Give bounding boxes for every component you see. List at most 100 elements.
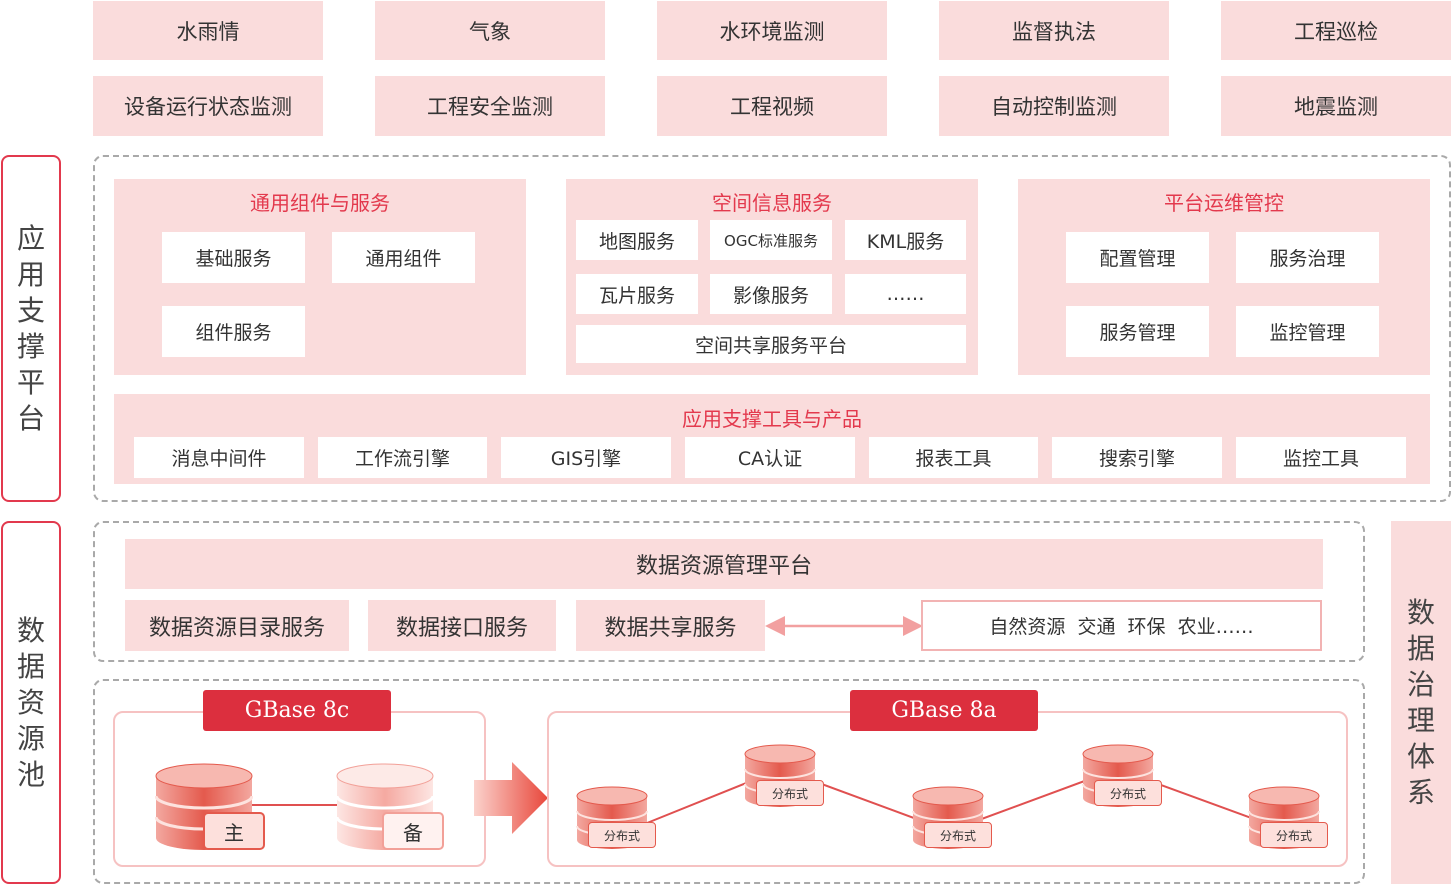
vertical-label-char: 治 bbox=[1406, 667, 1435, 701]
data-mgmt-platform-box: 数据资源管理平台 bbox=[125, 539, 1323, 589]
distributed-node-label: 分布式 bbox=[1275, 828, 1312, 843]
vertical-label-char: 资 bbox=[16, 685, 45, 719]
kml-service-box: KML服务 bbox=[845, 220, 966, 260]
app-platform-label: 应用支撑平台 bbox=[1, 155, 61, 502]
top-item-label: 工程巡检 bbox=[1294, 19, 1378, 44]
top-item-label: 设备运行状态监测 bbox=[124, 95, 292, 119]
vertical-label-char: 源 bbox=[16, 721, 45, 755]
ogc-service-box: OGC标准服务 bbox=[710, 220, 832, 260]
distributed-node-label: 分布式 bbox=[1109, 786, 1146, 801]
tool-item-report-tool: 报表工具 bbox=[869, 437, 1038, 478]
vertical-label-char: 应 bbox=[16, 221, 45, 255]
interface-service-box: 数据接口服务 bbox=[368, 600, 556, 651]
data-governance-label: 数据治理体系 bbox=[1391, 521, 1451, 884]
gbase8c-replication-link bbox=[250, 804, 340, 806]
top-item-4: 监督执法 bbox=[939, 1, 1169, 60]
ogc-service-label: OGC标准服务 bbox=[724, 231, 818, 250]
top-item-5: 工程巡检 bbox=[1221, 1, 1451, 60]
spatial-services-panel: 空间信息服务 地图服务 OGC标准服务 KML服务 瓦片服务 影像服务 …… 空… bbox=[566, 179, 978, 375]
service-governance-box: 服务治理 bbox=[1236, 232, 1379, 283]
vertical-label-char: 撑 bbox=[16, 329, 45, 363]
migration-arrow-icon bbox=[474, 762, 548, 834]
top-item-9: 自动控制监测 bbox=[939, 76, 1169, 136]
top-item-label: 工程视频 bbox=[730, 95, 814, 119]
tool-item-label: 监控工具 bbox=[1282, 448, 1359, 470]
top-item-8: 工程视频 bbox=[657, 76, 887, 136]
more-service-label: …… bbox=[886, 283, 925, 305]
top-item-label: 工程安全监测 bbox=[427, 95, 553, 119]
map-service-box: 地图服务 bbox=[576, 220, 698, 260]
config-mgmt-label: 配置管理 bbox=[1099, 248, 1176, 270]
tool-item-search-engine: 搜索引擎 bbox=[1052, 437, 1222, 478]
distributed-node-label: 分布式 bbox=[939, 828, 976, 843]
external-domains-label: 自然资源 交通 环保 农业…… bbox=[989, 616, 1254, 638]
component-service-label: 组件服务 bbox=[195, 322, 272, 344]
distributed-node-4-tag: 分布式 bbox=[1094, 780, 1162, 806]
spatial-sharing-platform-box: 空间共享服务平台 bbox=[576, 325, 966, 363]
tool-item-workflow-engine: 工作流引擎 bbox=[318, 437, 487, 478]
top-item-label: 地震监测 bbox=[1294, 95, 1378, 119]
common-component-box: 通用组件 bbox=[332, 232, 475, 283]
top-item-10: 地震监测 bbox=[1221, 76, 1451, 136]
image-service-box: 影像服务 bbox=[710, 274, 832, 314]
interface-service-label: 数据接口服务 bbox=[395, 615, 528, 641]
data-pool-label-text: 数据资源池 bbox=[17, 613, 45, 793]
tool-item-monitor-tool: 监控工具 bbox=[1236, 437, 1406, 478]
monitor-mgmt-box: 监控管理 bbox=[1236, 306, 1379, 357]
database-container bbox=[93, 679, 1365, 884]
tool-item-message-middleware: 消息中间件 bbox=[134, 437, 304, 478]
top-item-1: 水雨情 bbox=[93, 1, 323, 60]
general-services-panel: 通用组件与服务 基础服务 通用组件 组件服务 bbox=[114, 179, 526, 375]
common-component-label: 通用组件 bbox=[365, 248, 442, 270]
top-item-label: 水雨情 bbox=[176, 19, 240, 44]
tool-item-label: 消息中间件 bbox=[171, 448, 267, 470]
tile-service-label: 瓦片服务 bbox=[598, 284, 675, 307]
top-item-label: 自动控制监测 bbox=[991, 95, 1117, 119]
tool-item-label: GIS引擎 bbox=[550, 448, 622, 470]
vertical-label-char: 池 bbox=[16, 757, 45, 791]
top-item-7: 工程安全监测 bbox=[375, 76, 605, 136]
distributed-node-3-tag: 分布式 bbox=[924, 822, 992, 848]
basic-service-box: 基础服务 bbox=[162, 232, 305, 283]
vertical-label-char: 系 bbox=[1406, 775, 1435, 809]
sharing-service-label: 数据共享服务 bbox=[604, 615, 737, 641]
top-item-3: 水环境监测 bbox=[657, 1, 887, 60]
gbase8c-title-text: GBase 8c bbox=[244, 698, 350, 723]
distributed-node-label: 分布式 bbox=[771, 786, 808, 801]
distributed-node-label: 分布式 bbox=[603, 828, 640, 843]
vertical-label-char: 用 bbox=[16, 257, 45, 291]
vertical-label-char: 数 bbox=[1406, 595, 1435, 629]
vertical-label-char: 数 bbox=[16, 613, 45, 647]
sharing-service-box: 数据共享服务 bbox=[576, 600, 765, 651]
kml-service-label: KML服务 bbox=[866, 230, 945, 253]
tool-item-ca-auth: CA认证 bbox=[685, 437, 855, 478]
backup-db-tag: 备 bbox=[382, 812, 444, 850]
basic-service-label: 基础服务 bbox=[195, 248, 272, 270]
image-service-label: 影像服务 bbox=[732, 284, 809, 307]
tile-service-box: 瓦片服务 bbox=[576, 274, 698, 314]
primary-db-tag: 主 bbox=[203, 812, 265, 850]
tool-item-gis-engine: GIS引擎 bbox=[501, 437, 671, 478]
vertical-label-char: 支 bbox=[16, 293, 45, 327]
service-governance-label: 服务治理 bbox=[1269, 248, 1346, 270]
primary-db-label: 主 bbox=[224, 820, 244, 845]
map-service-label: 地图服务 bbox=[598, 230, 675, 253]
tool-item-label: 报表工具 bbox=[915, 448, 992, 470]
gbase8c-title: GBase 8c bbox=[203, 690, 391, 731]
vertical-label-char: 理 bbox=[1406, 703, 1435, 737]
gbase8a-title-text: GBase 8a bbox=[891, 698, 997, 723]
tool-item-label: 搜索引擎 bbox=[1098, 448, 1175, 470]
top-item-2: 气象 bbox=[375, 1, 605, 60]
distributed-node-2-tag: 分布式 bbox=[756, 780, 824, 806]
monitor-mgmt-label: 监控管理 bbox=[1269, 322, 1346, 344]
vertical-label-char: 据 bbox=[16, 649, 45, 683]
app-platform-label-text: 应用支撑平台 bbox=[17, 221, 45, 437]
vertical-label-char: 体 bbox=[1406, 739, 1435, 773]
vertical-label-char: 平 bbox=[16, 365, 45, 399]
data-governance-label-text: 数据治理体系 bbox=[1407, 595, 1435, 811]
config-mgmt-box: 配置管理 bbox=[1066, 232, 1209, 283]
ops-panel: 平台运维管控 配置管理 服务治理 服务管理 监控管理 bbox=[1018, 179, 1430, 375]
vertical-label-char: 据 bbox=[1406, 631, 1435, 665]
top-item-label: 气象 bbox=[469, 19, 511, 44]
service-mgmt-box: 服务管理 bbox=[1066, 306, 1209, 357]
